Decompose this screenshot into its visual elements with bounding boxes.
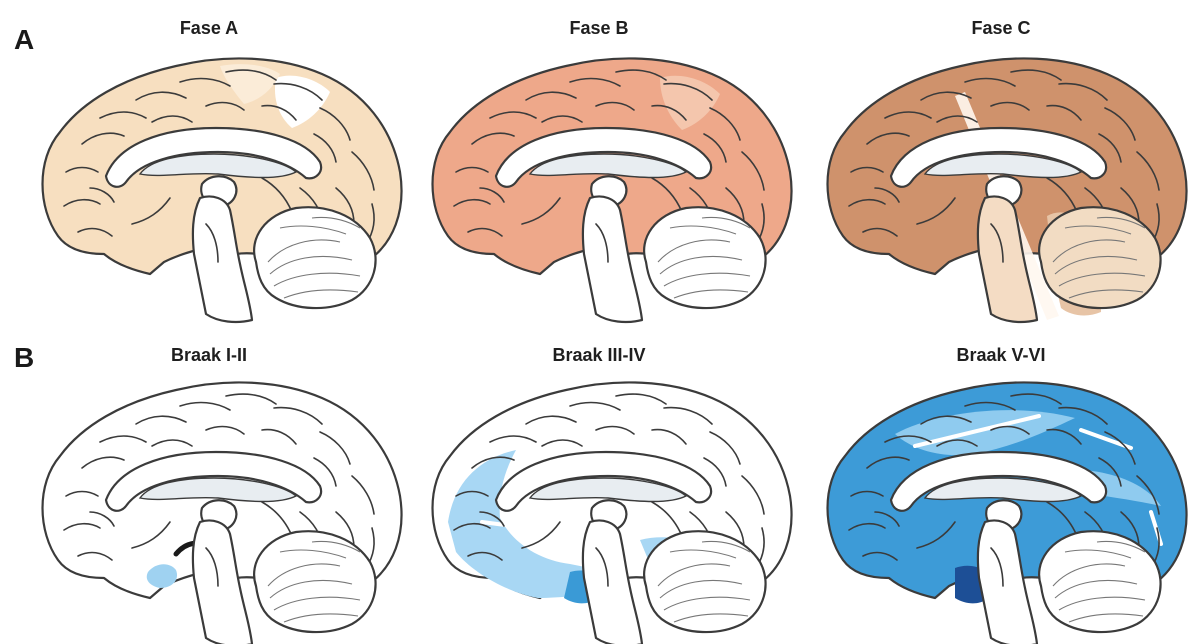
brain-braak-1-2	[30, 372, 410, 644]
brain-fase-c	[815, 48, 1195, 328]
panel-title-braak-1-2: Braak I-II	[59, 345, 359, 366]
panel-title-fase-b: Fase B	[449, 18, 749, 39]
brain-braak-3-4	[420, 372, 800, 644]
brain-fase-a	[30, 48, 410, 328]
panel-title-fase-c: Fase C	[851, 18, 1151, 39]
panel-title-braak-3-4: Braak III-IV	[449, 345, 749, 366]
panel-title-braak-5-6: Braak V-VI	[851, 345, 1151, 366]
row-b-letter: B	[14, 342, 34, 374]
panel-title-fase-a: Fase A	[59, 18, 359, 39]
brain-braak-5-6	[815, 372, 1195, 644]
brain-fase-b	[420, 48, 800, 328]
